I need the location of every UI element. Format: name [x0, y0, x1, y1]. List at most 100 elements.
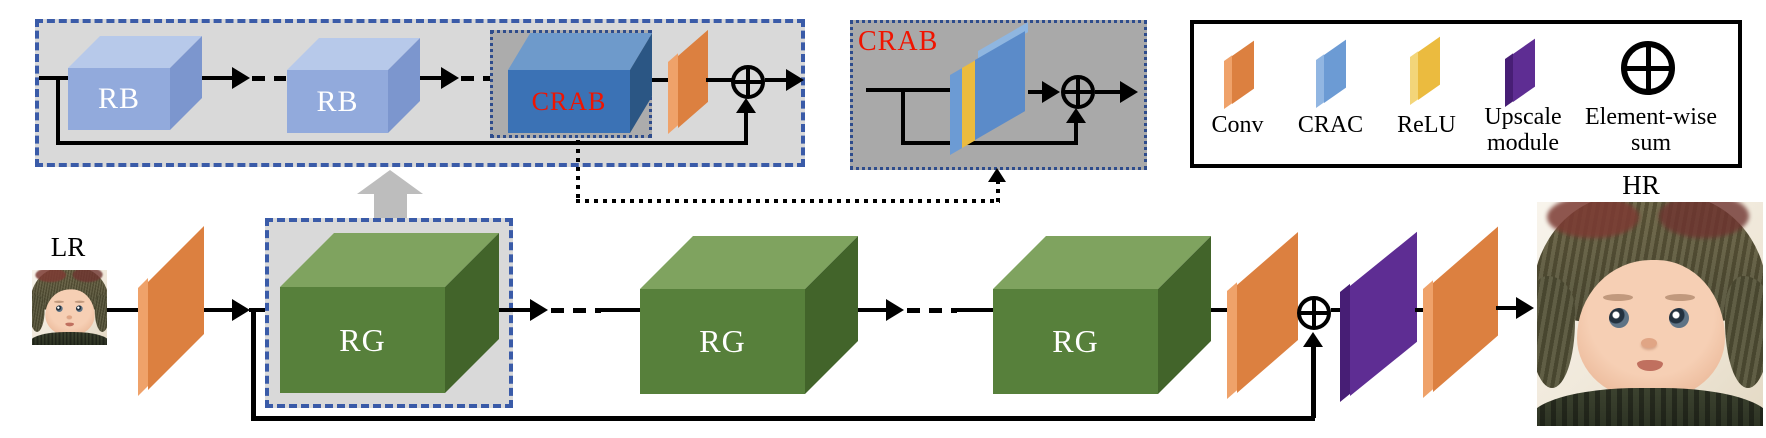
baby-sweater [1537, 388, 1763, 426]
baby-eye [1669, 308, 1689, 328]
conv-slab [148, 226, 204, 390]
arrowhead-right [232, 67, 250, 89]
flow-line [765, 78, 788, 82]
baby-eye [55, 305, 63, 312]
upscale-slab [1350, 231, 1417, 396]
rg3-label: RG [1052, 323, 1099, 359]
skip-connection [901, 141, 1078, 145]
crab-detail-title: CRAB [858, 26, 939, 57]
conv-slab [1423, 280, 1433, 398]
arrowhead-right [1042, 81, 1060, 103]
rg2-label: RG [699, 323, 746, 359]
rg-block-1: RG [280, 233, 499, 393]
zoom-connector [996, 180, 1000, 202]
rg-block-3: RG [993, 236, 1211, 394]
arrowhead-right [232, 299, 250, 321]
hr-label: HR [1622, 170, 1660, 200]
skip-connection [1074, 120, 1078, 143]
baby-sweater [32, 331, 107, 345]
relu-layer [962, 60, 975, 148]
flow-line [107, 308, 140, 312]
flow-line [858, 308, 888, 312]
arrowhead-right [530, 299, 548, 321]
skip-connection [901, 90, 905, 145]
relu-legend-icon [1410, 51, 1418, 105]
upscale-legend-icon [1505, 53, 1513, 107]
flow-line [652, 78, 672, 82]
baby-eye [1609, 308, 1629, 328]
flow-line [1028, 90, 1044, 94]
arrowhead-right [786, 69, 804, 91]
hat-flap [1725, 276, 1763, 388]
conv-slab [1227, 282, 1237, 399]
crab-block-label: CRAB [531, 86, 607, 116]
conv-slab [668, 53, 678, 135]
crac-legend-icon [1316, 54, 1324, 108]
conv-slab [1237, 231, 1298, 393]
baby-face [1577, 260, 1725, 400]
hat-pattern [1659, 202, 1749, 238]
dashed-line [252, 76, 286, 81]
zoom-connector [576, 199, 1000, 203]
rb2-label: RB [316, 84, 359, 118]
hat-pattern [1547, 202, 1639, 238]
legend-label-relu: ReLU [1397, 112, 1456, 138]
hat-flap [1537, 276, 1575, 388]
flow-line [601, 308, 641, 312]
sum-node [1061, 75, 1095, 109]
upscale-slab [1340, 283, 1350, 402]
arrowhead-up [736, 98, 756, 113]
rb1-label: RB [97, 82, 141, 115]
dashed-line [551, 308, 601, 313]
zoom-block-arrow [357, 170, 423, 194]
skip-connection [1311, 346, 1316, 418]
rg1-label: RG [339, 321, 386, 358]
legend-label-crac: CRAC [1297, 112, 1364, 138]
skip-connection [56, 78, 60, 145]
crab-block: CRAB [508, 33, 653, 134]
sum-node [731, 65, 765, 99]
arrowhead-up [988, 168, 1006, 182]
rb-block-1: RB [68, 36, 202, 130]
flow-line [1095, 90, 1122, 94]
zoom-connector [576, 140, 580, 203]
zoom-block-arrow [374, 193, 407, 218]
flow-line [420, 76, 443, 80]
flow-line [204, 308, 234, 312]
skip-connection [251, 416, 1315, 421]
lr-image [32, 270, 107, 345]
dashed-line [907, 308, 957, 313]
arrowhead-up [1303, 332, 1323, 347]
arrowhead-right [441, 67, 459, 89]
dashed-line [461, 76, 507, 81]
flow-line [39, 76, 69, 80]
flow-line [957, 308, 995, 312]
skip-connection [744, 110, 748, 143]
conv-slab [138, 278, 148, 396]
sum-legend-icon [1621, 41, 1675, 95]
hr-image [1537, 202, 1763, 426]
flow-line [499, 308, 532, 312]
flow-line [866, 88, 978, 92]
sum-node [1297, 296, 1331, 330]
arrowhead-right [886, 299, 904, 321]
arrowhead-up [1066, 108, 1086, 123]
flow-line [202, 76, 234, 80]
arrowhead-right [1120, 81, 1138, 103]
flow-line [1496, 306, 1518, 310]
lr-label: LR [50, 232, 86, 262]
conv-legend-icon [1224, 55, 1232, 109]
hat-flap [32, 294, 45, 332]
legend-label-sum: Element-wise sum [1585, 104, 1717, 156]
skip-connection [251, 310, 256, 420]
legend-label-conv: Conv [1211, 112, 1264, 138]
conv-slab [1433, 226, 1498, 392]
crac-layer [950, 68, 962, 155]
hat-flap [94, 294, 107, 332]
flow-line [706, 78, 732, 82]
hat-pattern [35, 270, 66, 282]
baby-eye [75, 305, 83, 312]
legend-label-upscale: Upscale module [1484, 104, 1562, 156]
arrowhead-right [1516, 297, 1534, 319]
